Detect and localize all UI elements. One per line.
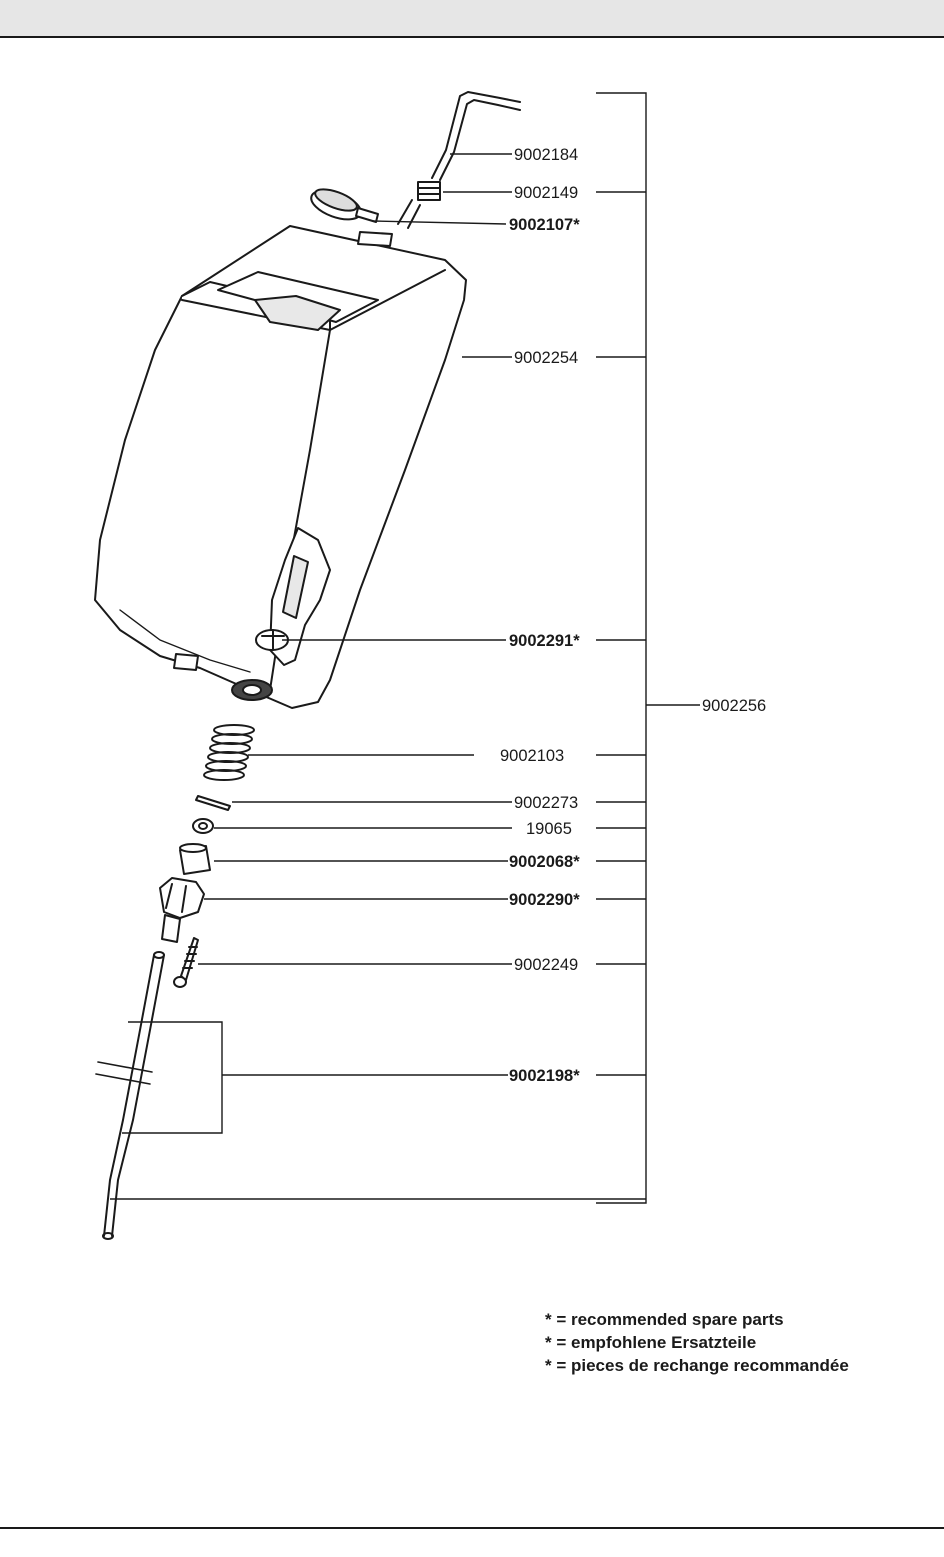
bushing	[179, 843, 211, 875]
label-9002184: 9002184	[514, 146, 578, 164]
label-9002198: 9002198*	[509, 1067, 580, 1085]
legend: * = recommended spare parts * = empfohle…	[545, 1308, 849, 1377]
valve-body	[159, 877, 205, 943]
tank-body	[94, 225, 467, 709]
suction-hose	[95, 951, 165, 1240]
label-19065: 19065	[526, 820, 572, 838]
label-9002149: 9002149	[514, 184, 578, 202]
label-9002068: 9002068*	[509, 853, 580, 871]
footer-rule	[0, 1527, 944, 1529]
spring	[203, 724, 255, 781]
header-rule	[0, 36, 944, 38]
label-9002107: 9002107*	[509, 216, 580, 234]
label-9002290: 9002290*	[509, 891, 580, 909]
label-9002254: 9002254	[514, 349, 578, 367]
label-9002103: 9002103	[500, 747, 564, 765]
legend-english: * = recommended spare parts	[545, 1310, 784, 1329]
legend-french: * = pieces de rechange recommandée	[545, 1356, 849, 1375]
leader-lines	[110, 92, 700, 1204]
riser-tube	[397, 91, 521, 229]
header-band	[0, 0, 944, 36]
label-9002256: 9002256	[702, 697, 766, 715]
tank-cap	[310, 188, 379, 223]
tank-assembly-drawing	[94, 91, 521, 1240]
legend-german: * = empfohlene Ersatzteile	[545, 1333, 757, 1352]
label-9002249: 9002249	[514, 956, 578, 974]
label-9002273: 9002273	[514, 794, 578, 812]
assembly-bracket	[596, 92, 647, 1204]
label-9002291: 9002291*	[509, 632, 580, 650]
grommet	[417, 181, 441, 201]
screw	[173, 937, 199, 988]
part-labels: 9002184 9002149 9002107* 9002254 9002291…	[500, 146, 766, 1085]
pin	[195, 795, 231, 811]
nut	[192, 818, 214, 834]
